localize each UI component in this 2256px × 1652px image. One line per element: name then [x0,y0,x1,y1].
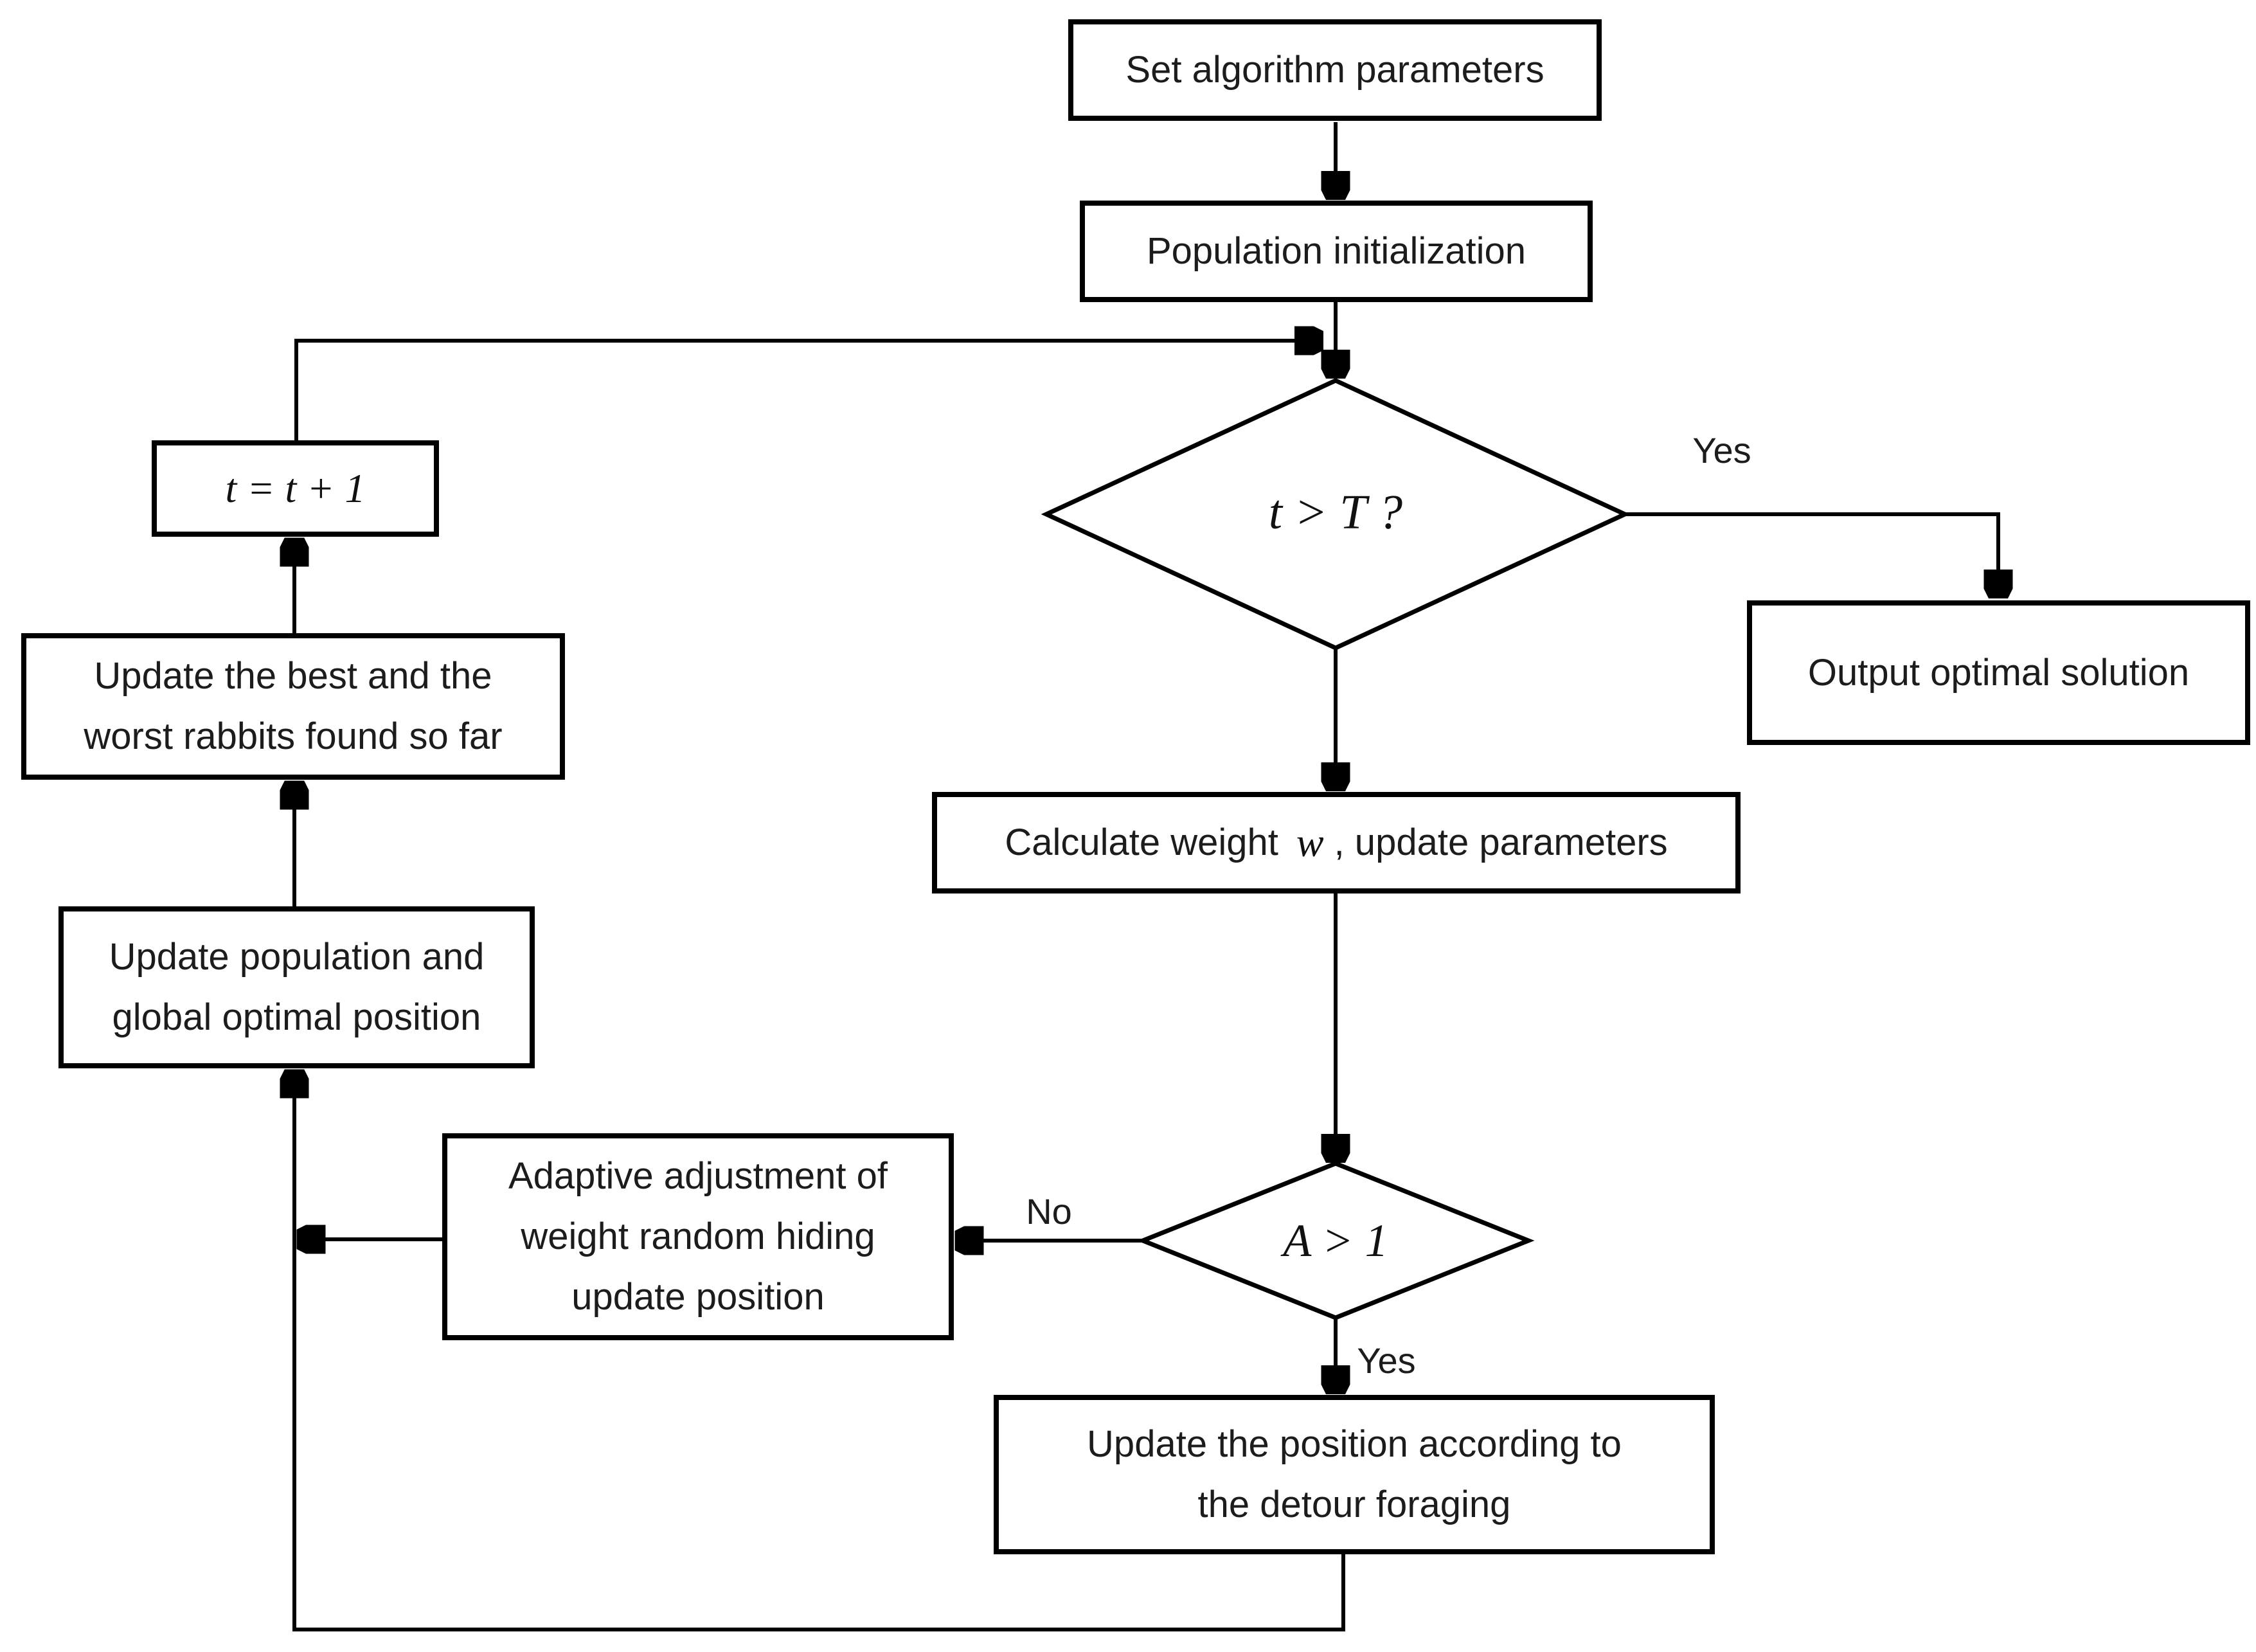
edge-detour-loop-to-updatepop [294,1073,1345,1631]
decision-energy-label: A > 1 [1283,1214,1388,1266]
edge-label-yes-energy: Yes [1357,1340,1416,1381]
node-label-line: weight random hiding [521,1216,875,1258]
node-increment-iteration: t = t + 1 [152,440,439,537]
node-label-line: update position [571,1275,825,1318]
node-label-line: Update the best and the [94,655,492,697]
edge-label-yes-iteration: Yes [1692,429,1751,471]
node-calculate-weight: Calculate weight w , update parameters [932,792,1741,893]
node-adaptive-adjustment-hiding: Adaptive adjustment of weight random hid… [442,1133,954,1340]
math-symbol-w: w [1296,820,1324,866]
node-output-optimal-solution: Output optimal solution [1747,600,2250,745]
decision-iteration-diamond [1041,378,1631,651]
node-label: Population initialization [1146,230,1526,273]
edge-yes-to-output [1625,512,1998,594]
decision-energy-diamond [1136,1161,1535,1320]
node-label-line: Adaptive adjustment of [508,1155,888,1198]
node-population-initialization: Population initialization [1080,201,1593,302]
node-label: Set algorithm parameters [1125,49,1544,91]
node-label-line: Update the position according to [1087,1423,1622,1466]
node-label-part: , update parameters [1334,822,1668,864]
node-update-position-detour-foraging: Update the position according to the det… [994,1395,1715,1554]
node-update-population-global-optimal: Update population and global optimal pos… [58,906,535,1068]
node-label-line: worst rabbits found so far [84,715,503,757]
node-label-part: Calculate weight [1005,822,1278,864]
node-label-line: Update population and [109,936,485,978]
math-expression: t = t + 1 [225,465,366,512]
decision-iteration-label: t > T ? [1268,485,1403,539]
node-update-best-worst-rabbits: Update the best and the worst rabbits fo… [21,633,565,780]
node-label-line: global optimal position [112,996,481,1038]
node-set-algorithm-parameters: Set algorithm parameters [1068,19,1602,121]
edge-label-no-energy: No [1026,1190,1072,1232]
node-label-line: the detour foraging [1197,1484,1511,1525]
node-label: Output optimal solution [1807,651,2190,694]
